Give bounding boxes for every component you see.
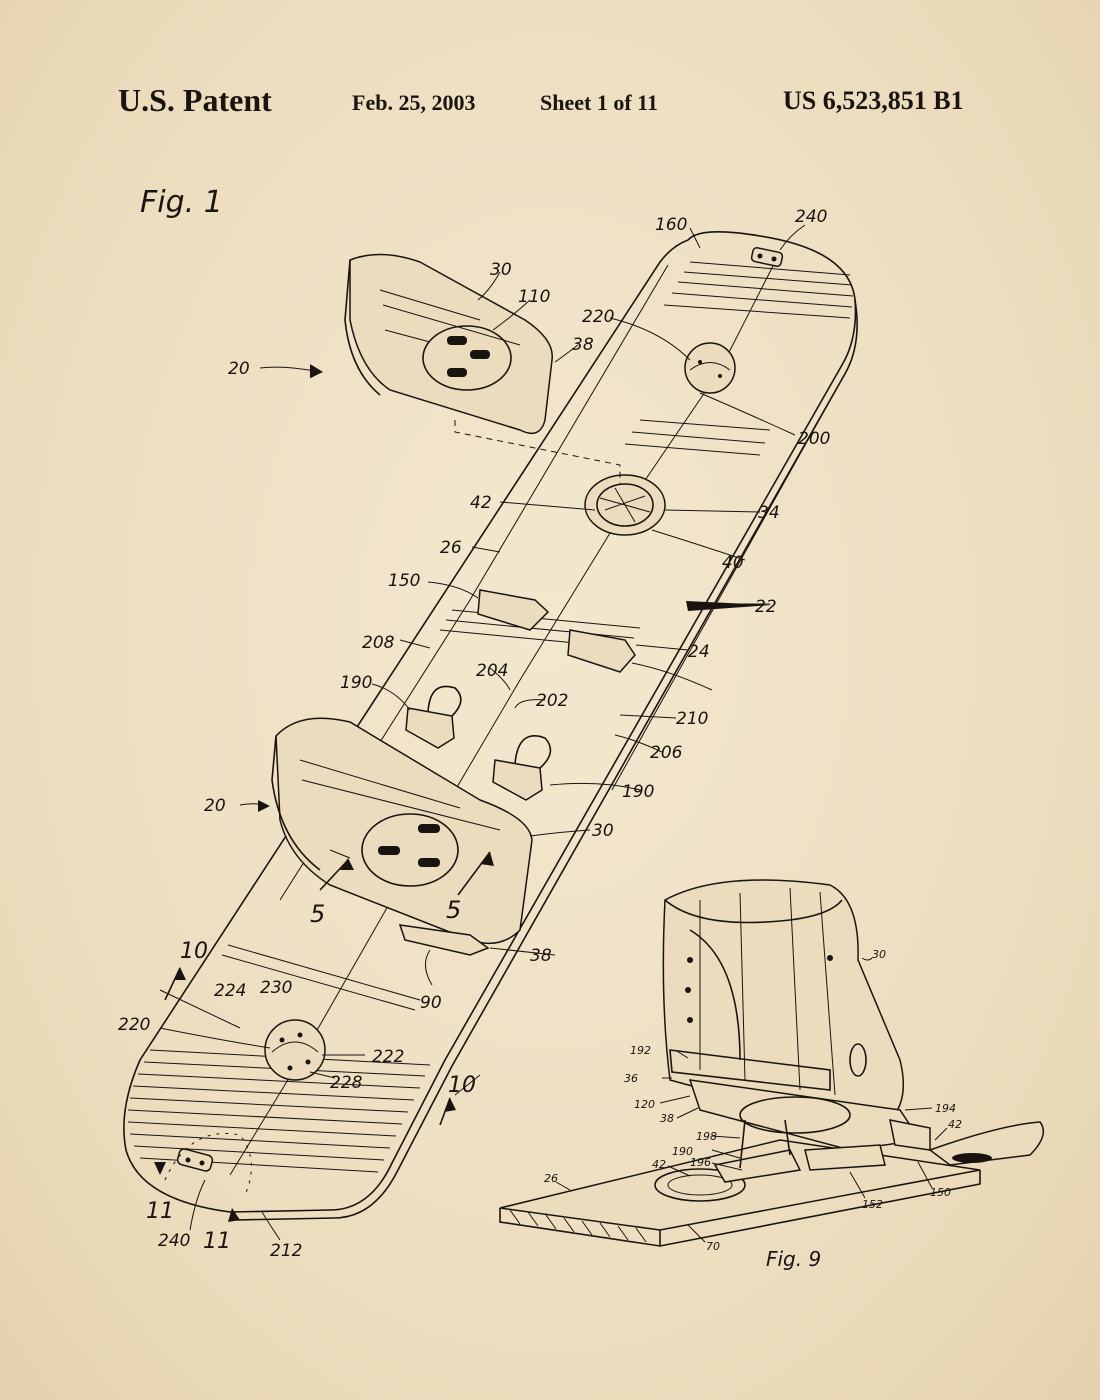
patent-header: U.S. Patent Feb. 25, 2003 Sheet 1 of 11 … — [0, 80, 1100, 130]
reference-numeral: 42 — [470, 493, 492, 513]
fig1-label: Fig. 1 — [140, 185, 223, 220]
reference-numeral: 190 — [622, 782, 654, 802]
reference-numeral: 5 — [446, 896, 461, 924]
reference-numeral: 38 — [530, 946, 552, 966]
reference-numeral: 40 — [722, 553, 744, 573]
reference-numeral: 11 — [203, 1229, 231, 1254]
reference-numeral: 34 — [758, 503, 780, 523]
reference-numeral: 10 — [448, 1073, 476, 1098]
reference-numeral: 10 — [180, 939, 208, 964]
reference-numeral: 222 — [372, 1047, 404, 1067]
reference-numeral: 42 — [652, 1158, 666, 1171]
fig9-label: Fig. 9 — [766, 1247, 821, 1271]
reference-numeral: 228 — [330, 1073, 363, 1093]
reference-numeral: 220 — [118, 1015, 150, 1035]
reference-numeral: 190 — [340, 673, 372, 693]
reference-numeral: 150 — [388, 571, 420, 591]
reference-numeral: 194 — [935, 1102, 956, 1115]
reference-numeral: 202 — [536, 691, 568, 711]
reference-numeral: 26 — [544, 1172, 558, 1185]
snowboard-illustration — [123, 224, 858, 1241]
binding-detail-illustration — [499, 879, 1045, 1247]
reference-numeral: 26 — [440, 538, 462, 558]
reference-numeral: 224 — [214, 981, 246, 1001]
reference-numeral: 208 — [362, 633, 395, 653]
reference-numeral: 90 — [420, 993, 442, 1013]
reference-numeral: 38 — [572, 335, 594, 355]
reference-numeral: 200 — [798, 429, 830, 449]
reference-numeral: 190 — [672, 1145, 693, 1158]
reference-numeral: 120 — [634, 1098, 655, 1111]
reference-numeral: 212 — [270, 1241, 302, 1261]
reference-numeral: 204 — [476, 661, 508, 681]
reference-numeral: 70 — [706, 1240, 720, 1253]
reference-numeral: 198 — [696, 1130, 717, 1143]
fig1-reference-numerals: Fig. 1 160 240 30 110 220 38 20 200 42 3… — [118, 185, 830, 1261]
reference-numeral: 230 — [260, 978, 292, 998]
reference-numeral: 11 — [146, 1199, 174, 1224]
patent-date: Feb. 25, 2003 — [352, 90, 476, 115]
reference-numeral: 210 — [676, 709, 708, 729]
reference-numeral: 30 — [490, 260, 512, 280]
patent-number: US 6,523,851 B1 — [783, 86, 964, 115]
reference-numeral: 24 — [688, 642, 710, 662]
reference-numeral: 22 — [755, 597, 777, 617]
fig9-reference-numerals: 30 192 36 120 38 194 42 198 190 196 42 2… — [544, 948, 962, 1271]
reference-numeral: 30 — [872, 948, 886, 961]
reference-numeral: 160 — [655, 215, 687, 235]
reference-numeral: 196 — [690, 1156, 711, 1169]
reference-numeral: 110 — [518, 287, 550, 307]
sheet-number: Sheet 1 of 11 — [540, 90, 658, 115]
reference-numeral: 42 — [948, 1118, 962, 1131]
reference-numeral: 152 — [862, 1198, 883, 1211]
reference-numeral: 20 — [204, 796, 226, 816]
reference-numeral: 240 — [795, 207, 827, 227]
patent-label: U.S. Patent — [118, 82, 272, 118]
reference-numeral: 192 — [630, 1044, 651, 1057]
reference-numeral: 206 — [650, 743, 683, 763]
reference-numeral: 5 — [310, 900, 325, 928]
reference-numeral: 30 — [592, 821, 614, 841]
reference-numeral: 38 — [660, 1112, 674, 1125]
reference-numeral: 20 — [228, 359, 250, 379]
reference-numeral: 36 — [624, 1072, 638, 1085]
reference-numeral: 240 — [158, 1231, 190, 1251]
reference-numeral: 150 — [930, 1186, 951, 1199]
reference-numeral: 220 — [582, 307, 614, 327]
